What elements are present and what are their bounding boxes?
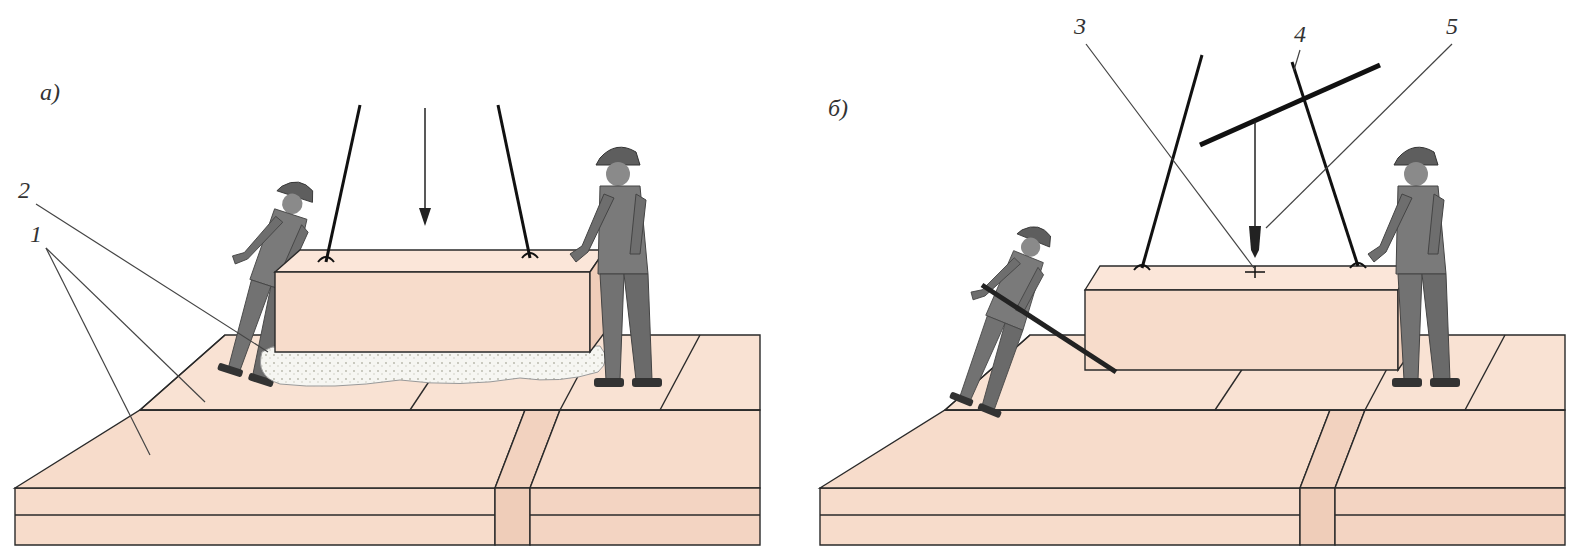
block-a <box>275 250 605 352</box>
worker-right-b <box>1368 147 1460 387</box>
block-b <box>1085 266 1412 370</box>
leader-lines <box>36 44 1452 455</box>
callout-number: 2 <box>18 178 30 202</box>
panel-letter: а) <box>40 80 60 104</box>
slings-a <box>318 105 538 262</box>
crowbar <box>982 285 1116 372</box>
panel-letter: б) <box>828 96 848 120</box>
lowering-arrow <box>419 108 431 226</box>
worker-left-b <box>931 213 1071 418</box>
callout-number: 1 <box>30 222 42 246</box>
callout-number: 4 <box>1294 22 1306 46</box>
level-bar-with-plumb <box>1200 65 1380 258</box>
callout-number: 3 <box>1074 14 1086 38</box>
worker-right-a <box>570 147 662 387</box>
callout-number: 5 <box>1446 14 1458 38</box>
